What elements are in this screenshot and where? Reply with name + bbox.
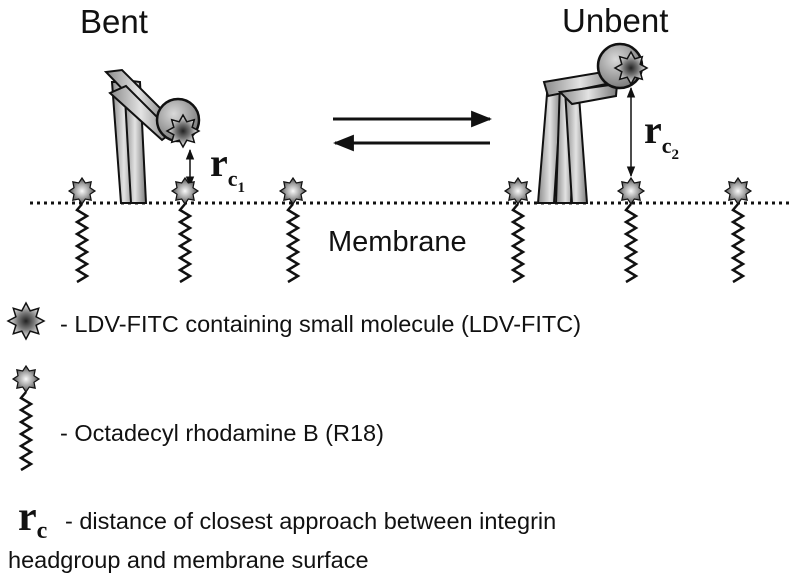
legend-ldv-fitc-text: - LDV-FITC containing small molecule (LD… — [60, 311, 581, 337]
legend-ldv-fitc-star — [6, 301, 46, 341]
bent-label: Bent — [80, 3, 148, 40]
bent-integrin — [103, 68, 201, 204]
legend: - LDV-FITC containing small molecule (LD… — [6, 301, 581, 573]
r18-lipids — [67, 176, 753, 284]
r18-lipid — [278, 176, 308, 284]
rc1-label: rc1 — [210, 140, 245, 196]
unbent-label: Unbent — [562, 2, 668, 39]
unbent-ldv-fitc-star — [613, 50, 649, 86]
r18-lipid — [616, 176, 646, 284]
legend-rc-definition-line2: headgroup and membrane surface — [8, 547, 369, 573]
legend-rc-definition-line1: - distance of closest approach between i… — [65, 508, 556, 534]
membrane-label: Membrane — [328, 226, 467, 258]
equilibrium-arrows — [332, 110, 493, 152]
r18-lipid — [503, 176, 533, 284]
r18-lipid — [170, 176, 200, 284]
legend-rc-symbol: rc — [18, 494, 48, 544]
r18-lipid — [67, 176, 97, 284]
rc2-label: rc2 — [644, 107, 679, 163]
legend-r18-icon — [11, 364, 41, 472]
legend-r18-text: - Octadecyl rhodamine B (R18) — [60, 420, 384, 446]
r18-lipid — [723, 176, 753, 284]
unbent-integrin — [536, 42, 649, 204]
bent-ldv-fitc-star — [165, 113, 201, 149]
